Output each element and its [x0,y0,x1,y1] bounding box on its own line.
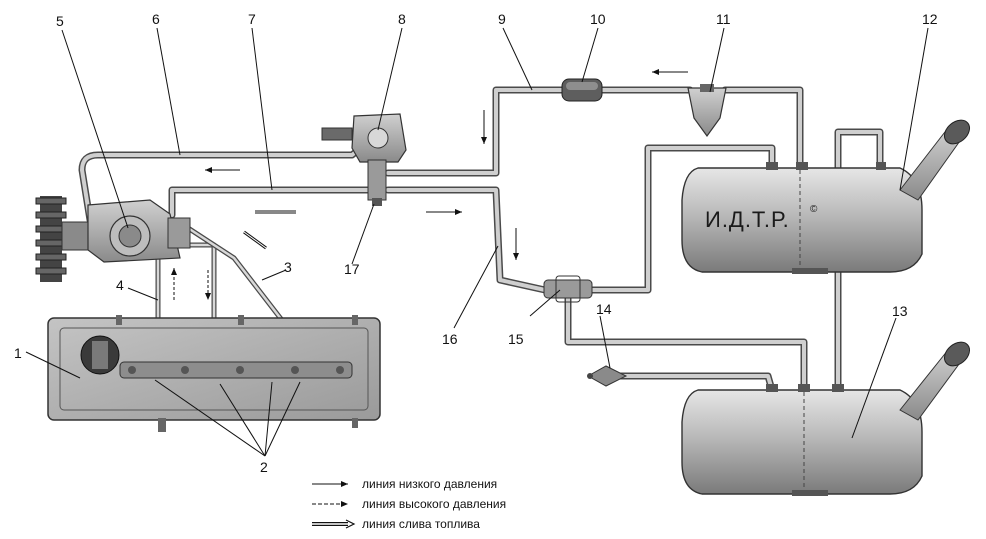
callout-17: 17 [344,261,360,277]
injector-row [128,366,344,374]
callout-5: 5 [56,13,64,29]
callout-7: 7 [248,11,256,27]
legend-low-pressure-label: линия низкого давления [362,477,497,491]
legend-return: линия слива топлива [312,517,480,531]
callout-4: 4 [116,277,124,293]
callout-9: 9 [498,11,506,27]
callout-6: 6 [152,11,160,27]
callout-2: 2 [260,459,268,475]
fine-fuel-filter [321,113,407,206]
inline-strainer [586,365,628,387]
callout-13: 13 [892,303,908,319]
callout-8: 8 [398,11,406,27]
coarse-filter [561,78,603,102]
callout-12: 12 [922,11,938,27]
sediment-separator [687,84,727,138]
callout-15: 15 [508,331,524,347]
legend-return-label: линия слива топлива [362,517,480,531]
legend: линия низкого давления линия высокого да… [312,477,506,531]
additional-fuel-tank [681,341,971,496]
callout-10: 10 [590,11,606,27]
legend-high-pressure: линия высокого давления [312,497,506,511]
legend-low-pressure: линия низкого давления [312,477,497,491]
callout-1: 1 [14,345,22,361]
callout-11: 11 [716,11,731,27]
callout-numbers: 1 2 3 4 5 6 7 8 9 10 11 12 13 14 15 16 1… [14,11,938,475]
flow-arrows [171,69,688,300]
callout-14: 14 [596,301,612,317]
callout-3: 3 [284,259,292,275]
legend-high-pressure-label: линия высокого давления [362,497,506,511]
leader-lines [25,27,929,457]
callout-16: 16 [442,331,458,347]
engine-cover [47,315,381,432]
injection-pump [35,196,191,282]
watermark-text: И.Д.Т.Р. [705,207,790,232]
watermark-copyright: © [810,204,818,215]
main-fuel-tank [681,119,971,274]
